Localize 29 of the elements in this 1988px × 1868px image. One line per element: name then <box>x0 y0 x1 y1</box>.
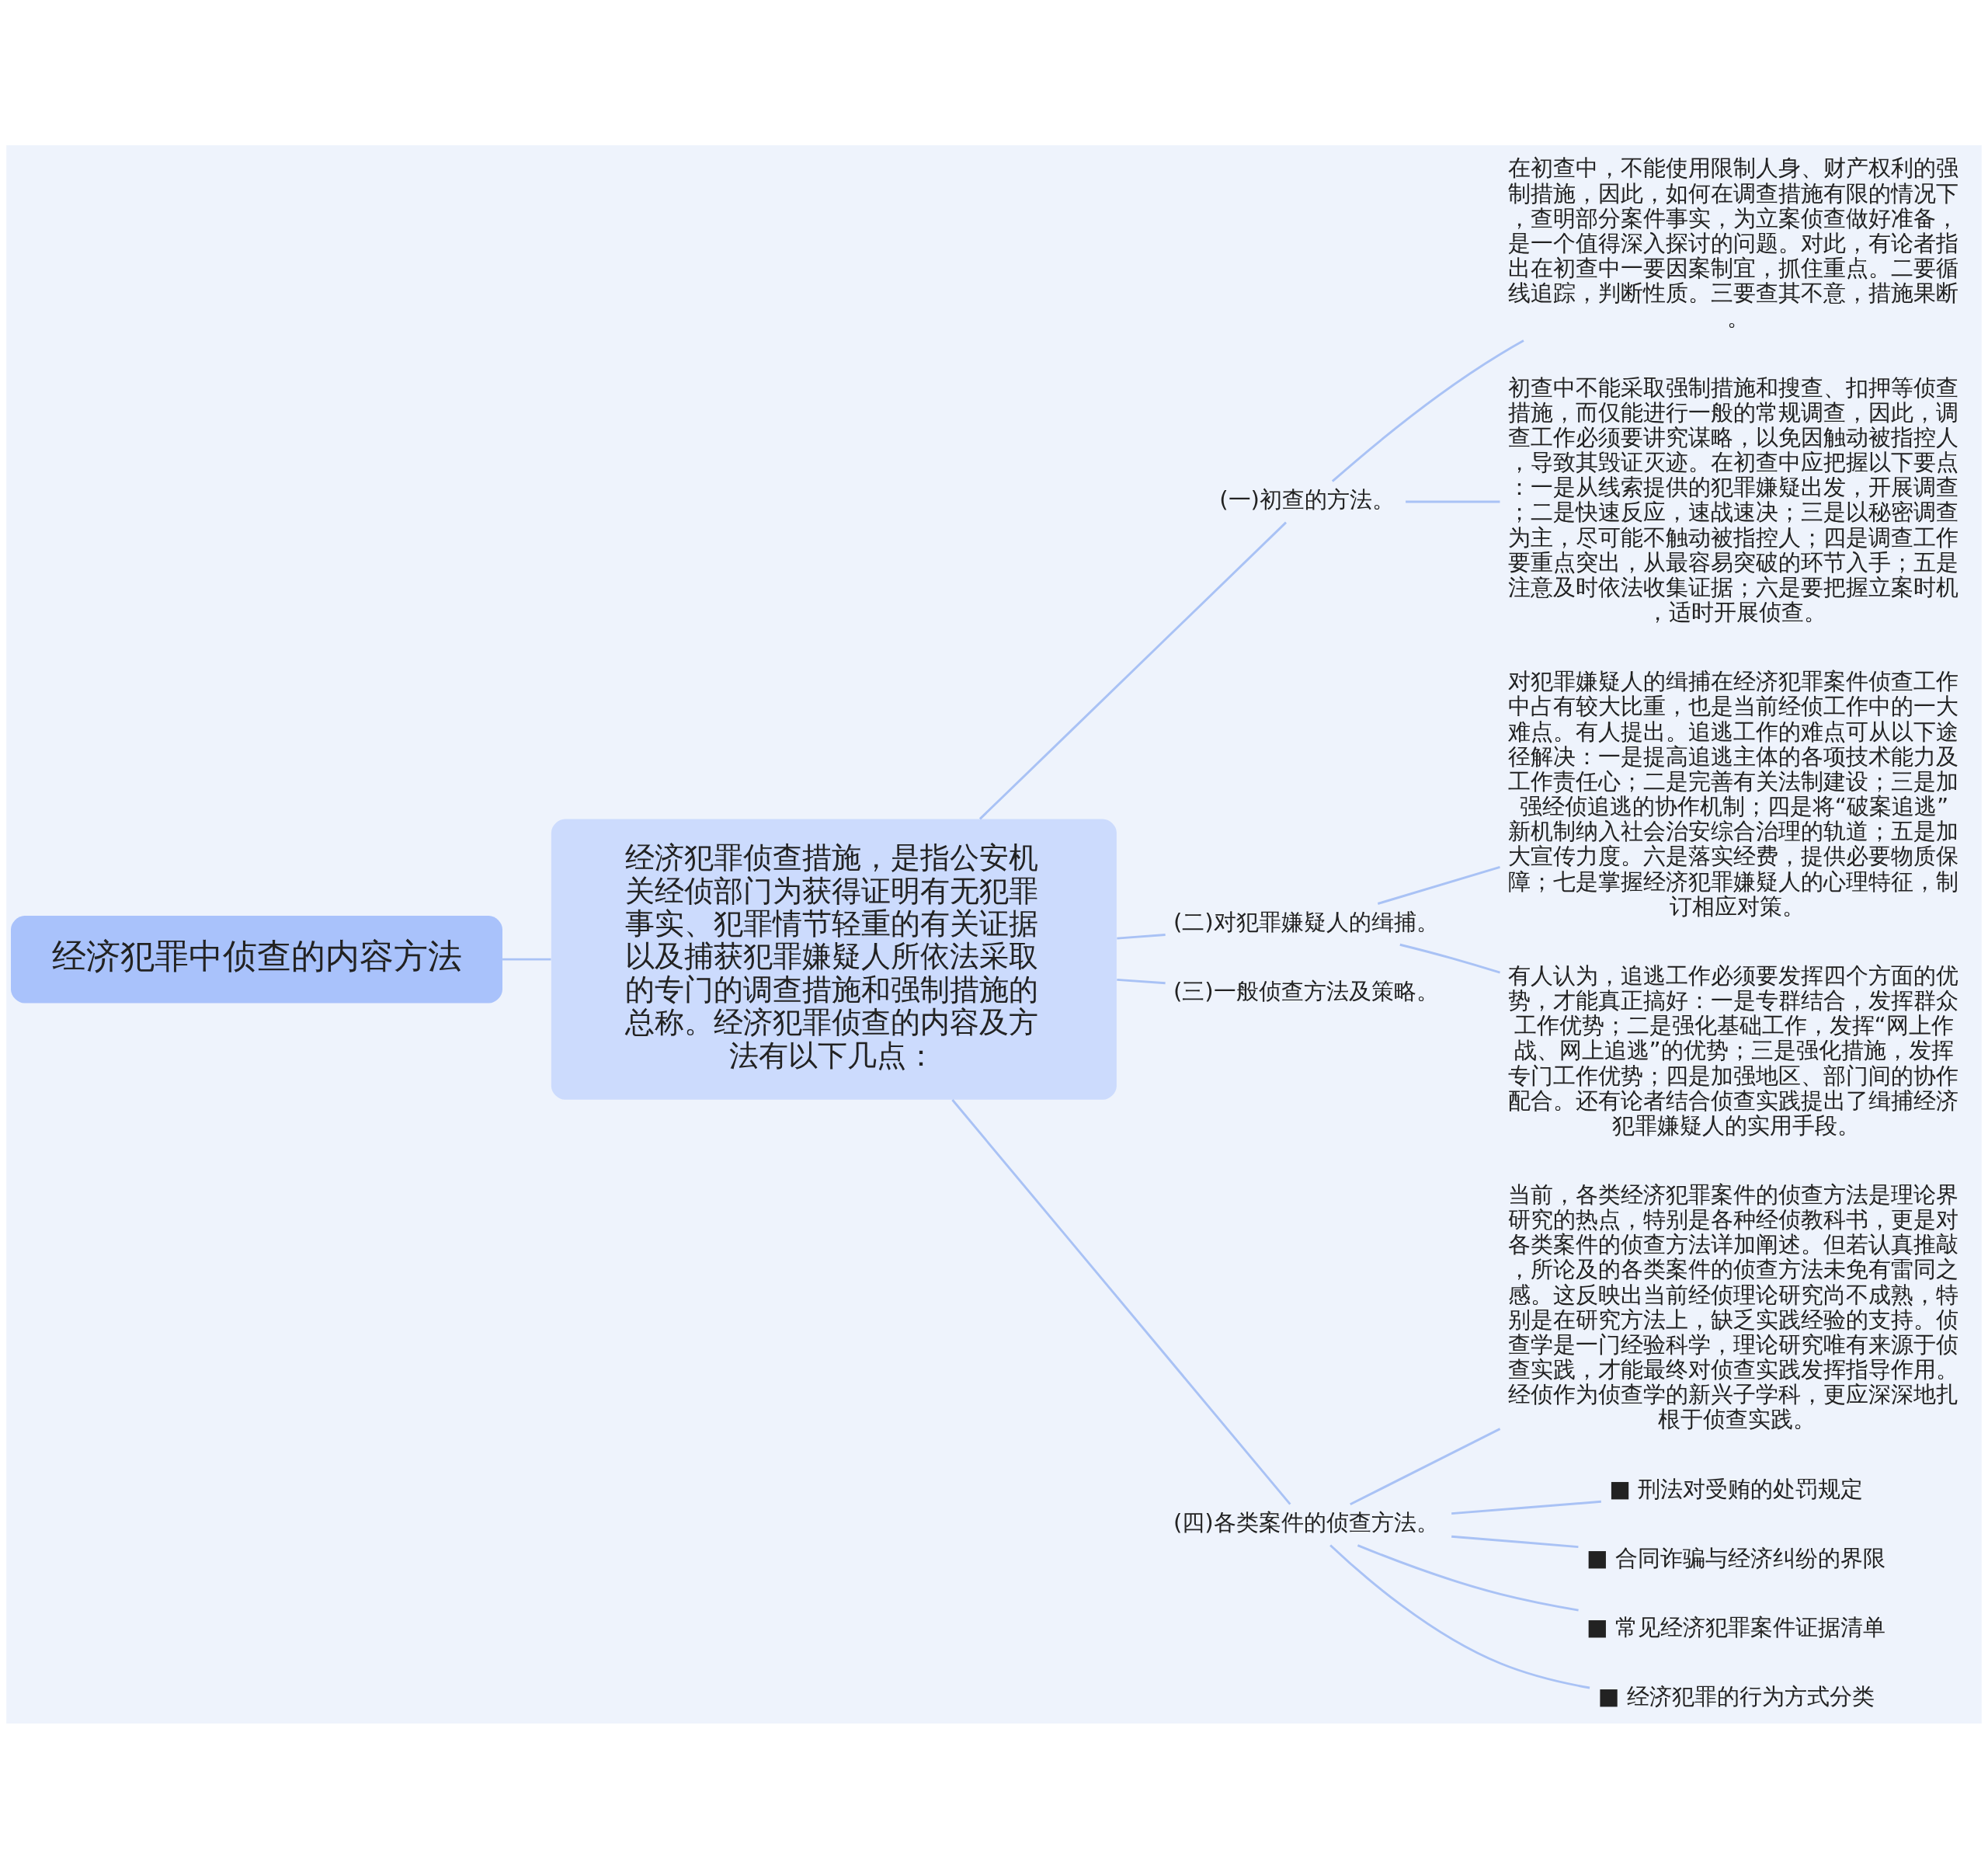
node-text: ■ 合同诈骗与经济纠纷的界限 <box>1587 1544 1885 1571</box>
node-text: 当前，各类经济犯罪案件的侦查方法是理论界研究的热点，特别是各种经侦教科书，更是对各类案件的侦查方法详加阐述。但若认真推敲，所论及的各类案件的侦查方法未免有雷同之感。这反映出当前经侦理论研究尚不成熟，特别是在研究方法上，缺乏实践经验的支持。侦查学是一门经验科学，理论研究唯有来源于侦查实践，才能最终对侦查实践发挥指导作用。经侦作为侦查学的新兴子学科，更应深深地扎根于侦查实践。 <box>1508 1181 1959 1432</box>
connector <box>502 958 551 961</box>
connector <box>1331 339 1524 482</box>
node-text: (一)初查的方法。 <box>1219 485 1395 513</box>
node-box: 经济犯罪侦查措施，是指公安机关经侦部门为获得证明有无犯罪事实、犯罪情节轻重的有关证据以及捕获犯罪嫌疑人所依法采取的专门的调查措施和强制措施的总称。经济犯罪侦查的内容及方法有以下几点： <box>551 819 1117 1100</box>
connector <box>1329 1543 1590 1689</box>
node-text: ■ 常见经济犯罪案件证据清单 <box>1587 1613 1885 1640</box>
connector <box>951 1098 1291 1505</box>
connector <box>1350 1427 1501 1505</box>
connector <box>1399 943 1500 974</box>
node-text: 初查中不能采取强制措施和搜查、扣押等侦查措施，而仅能进行一般的常规调查，因此，调查工作必须要讲究谋略，以免因触动被指控人，导致其毁证灭迹。在初查中应把握以下要点：一是从线索提供的犯罪嫌疑出发，开展调查；二是快速反应，速战速决；三是以秘密调查为主，尽可能不触动被指控人；四是调查工作要重点突出，从最容易突破的环节入手；五是注意及时依法收集证据；六是要把握立案时机，适时开展侦查。 <box>1508 374 1959 625</box>
node-text: (三)一般侦查方法及策略。 <box>1173 977 1439 1004</box>
node-text: ■ 刑法对受贿的处罚规定 <box>1609 1475 1864 1502</box>
connector <box>1117 933 1166 940</box>
connector <box>978 521 1287 819</box>
connector <box>1451 1500 1601 1515</box>
node-text: 有人认为，追逃工作必须要发挥四个方面的优势，才能真正搞好：一是专群结合，发挥群众工作优势；二是强化基础工作，发挥“网上作战、网上追逃”的优势；三是强化措施，发挥专门工作优势；四是加强地区、部门间的协作配合。还有论者结合侦查实践提出了缉捕经济犯罪嫌疑人的实用手段。 <box>1508 962 1959 1139</box>
node-box: 经济犯罪中侦查的内容方法 <box>11 915 502 1003</box>
node-text: (二)对犯罪嫌疑人的缉捕。 <box>1173 908 1439 935</box>
connector <box>1451 1535 1579 1548</box>
node-text: 在初查中，不能使用限制人身、财产权利的强制措施，因此，如何在调查措施有限的情况下，查明部分案件事实，为立案侦查做好准备，是一个值得深入探讨的问题。对此，有论者指出在初查中一要因案制宜，抓住重点。二要循线追踪，判断性质。三要查其不意，措施果断。 <box>1508 154 1959 331</box>
node-text: (四)各类案件的侦查方法。 <box>1173 1508 1439 1536</box>
connector <box>1377 865 1500 905</box>
connector <box>1117 978 1166 984</box>
connector <box>1357 1543 1579 1611</box>
node-text: 对犯罪嫌疑人的缉捕在经济犯罪案件侦查工作中占有较大比重，也是当前经侦工作中的一大难点。有人提出。追逃工作的难点可从以下途径解决：一是提高追逃主体的各项技术能力及工作责任心；二是完善有关法制建设；三是加强经侦追逃的协作机制；四是将“破案追逃”新机制纳入社会治安综合治理的轨道；五是加大宣传力度。六是落实经费，提供必要物质保障；七是掌握经济犯罪嫌疑人的心理特征，制订相应对策。 <box>1508 667 1959 920</box>
node-text: ■ 经济犯罪的行为方式分类 <box>1597 1682 1875 1710</box>
connector <box>1406 500 1500 503</box>
